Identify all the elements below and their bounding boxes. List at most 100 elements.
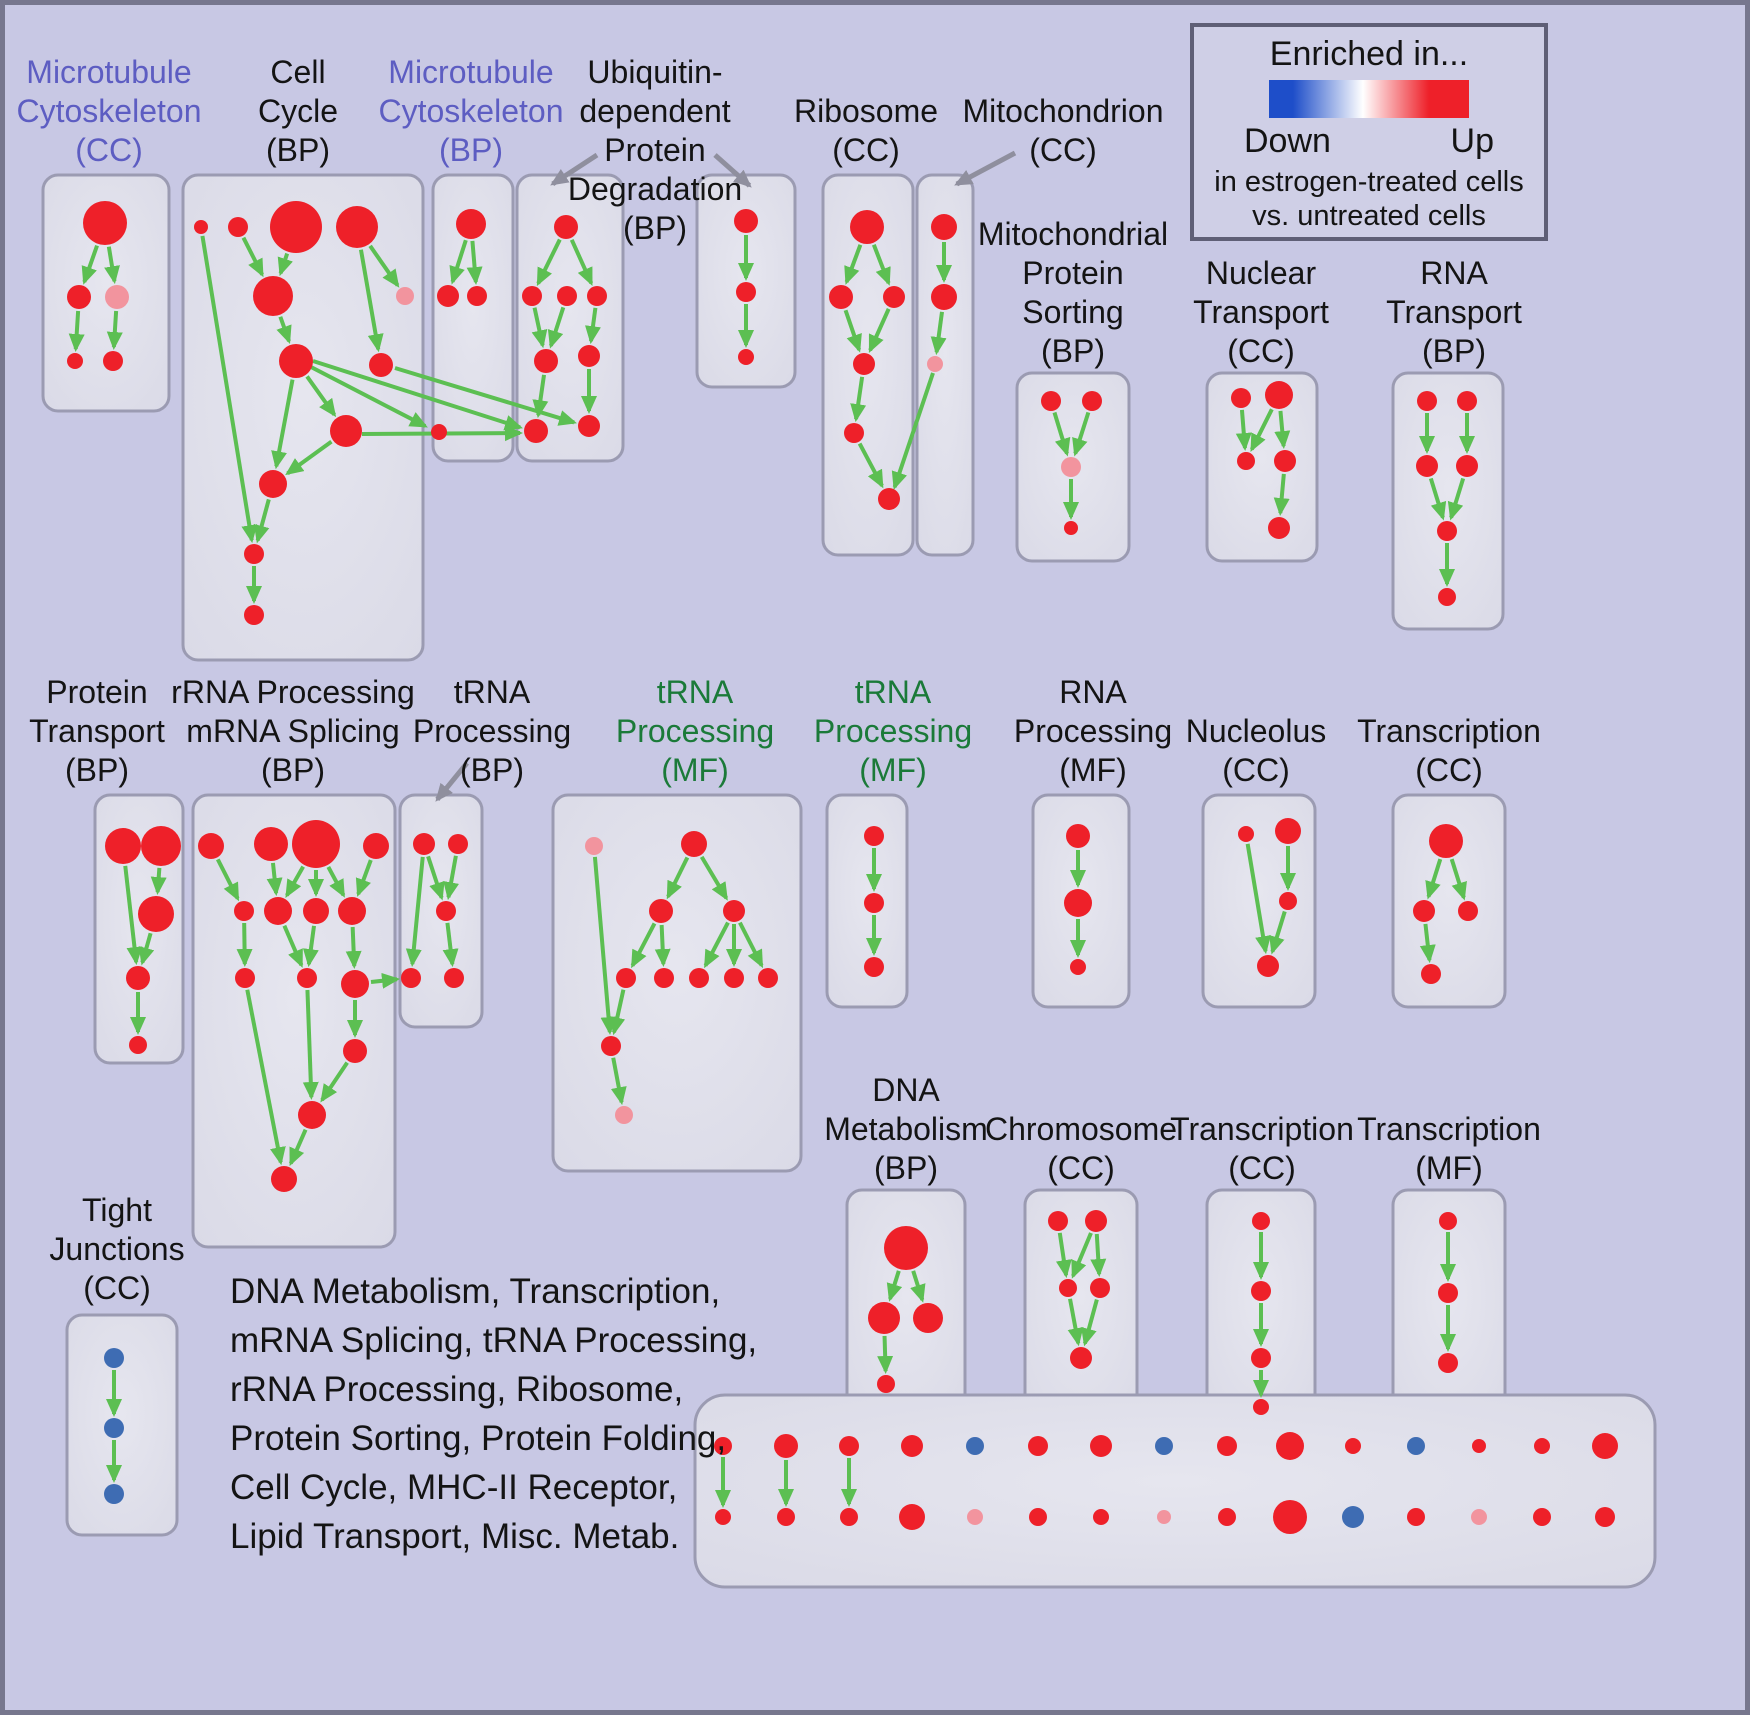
trna-processing-mf-a-edge xyxy=(666,856,690,900)
legend-context: in estrogen-treated cells vs. untreated … xyxy=(1214,166,1524,232)
ribosome-cc-node-6 xyxy=(878,488,900,510)
ubiquitin-protein-degradation-bp-edge xyxy=(536,238,562,287)
trna-processing-mf-a-node-5 xyxy=(616,968,636,988)
misc-enrichment-node-10 xyxy=(1276,1432,1304,1460)
rrna-processing-mrna-splicing-bp-node-9 xyxy=(235,968,255,988)
mitochondrial-protein-sorting-bp-node-2 xyxy=(1082,391,1102,411)
nuclear-transport-cc-node-1 xyxy=(1231,388,1251,408)
cell-cycle-bp-node-4 xyxy=(336,206,378,248)
trna-processing-mf-b-node-2 xyxy=(864,893,884,913)
network-diagram xyxy=(41,150,1657,1589)
protein-transport-bp-edge xyxy=(150,867,167,896)
cell-cycle-bp-edge xyxy=(368,244,400,288)
mitochondrion-cc-edge xyxy=(930,311,947,356)
rna-transport-bp-node-2 xyxy=(1457,391,1477,411)
rna-transport-bp-node-3 xyxy=(1416,455,1438,477)
rrna-processing-mrna-splicing-bp-node-11 xyxy=(341,970,369,998)
rna-transport-bp-node-5 xyxy=(1437,521,1457,541)
cell-cycle-bp-node-2 xyxy=(228,217,248,237)
label-callout-arrow xyxy=(435,761,469,802)
legend-scale-labels: Down Up xyxy=(1244,122,1494,161)
microtubule-cytoskeleton-bp-node-3 xyxy=(467,286,487,306)
trna-processing-bp-node-2 xyxy=(448,834,468,854)
rrna-processing-mrna-splicing-bp-edge xyxy=(236,922,253,968)
microtubule-cytoskeleton-bp-node-2 xyxy=(437,285,459,307)
dna-metabolism-bp-edge xyxy=(886,1270,903,1302)
rrna-processing-mrna-splicing-bp-node-14 xyxy=(271,1166,297,1192)
nuclear-transport-cc-node-5 xyxy=(1268,517,1290,539)
microtubule-cytoskeleton-bp-edge xyxy=(466,240,483,286)
rrna-processing-mrna-splicing-bp-edge xyxy=(266,862,283,897)
cell-cycle-bp-node-9 xyxy=(330,415,362,447)
rrna-processing-mrna-splicing-bp-node-12 xyxy=(343,1039,367,1063)
cell-cycle-bp-edge xyxy=(271,379,295,470)
misc-enrichment-node-17 xyxy=(777,1508,795,1526)
trna-processing-bp-edge xyxy=(405,856,425,968)
trna-processing-bp-node-1 xyxy=(413,833,435,855)
rrna-processing-mrna-splicing-bp-node-8 xyxy=(338,897,366,925)
cell-cycle-bp-node-7 xyxy=(279,344,313,378)
trna-processing-mf-a-node-1 xyxy=(585,837,603,855)
misc-enrichment-node-8 xyxy=(1155,1437,1173,1455)
nucleolus-cc-edge xyxy=(1269,910,1287,955)
misc-enrichment-node-29 xyxy=(1533,1508,1551,1526)
ubiquitin-protein-degradation-bp-edge xyxy=(547,306,566,349)
rrna-processing-mrna-splicing-bp-node-6 xyxy=(264,897,292,925)
microtubule-cytoskeleton-cc-edge xyxy=(106,310,123,351)
nucleolus-cc-node-3 xyxy=(1279,892,1297,910)
transcription-mf-node-1 xyxy=(1439,1212,1457,1230)
cross-group-edge xyxy=(891,372,935,490)
trna-processing-mf-a-node-11 xyxy=(615,1106,633,1124)
legend-title: Enriched in... xyxy=(1269,35,1469,73)
microtubule-cytoskeleton-cc-node-4 xyxy=(67,353,83,369)
misc-enrichment-node-20 xyxy=(967,1509,983,1525)
ubiquitin-protein-degradation-bp-node-5 xyxy=(534,349,558,373)
transcription-cc-b-node-2 xyxy=(1251,1281,1271,1301)
rrna-processing-mrna-splicing-bp-node-1 xyxy=(198,833,224,859)
trna-processing-mf-a-edge xyxy=(610,1057,627,1106)
misc-enrichment-node-23 xyxy=(1157,1510,1171,1524)
rrna-processing-mrna-splicing-bp-edge xyxy=(355,859,373,897)
microtubule-cytoskeleton-bp-edge xyxy=(449,239,468,285)
chromosome-cc-edge xyxy=(1071,1232,1093,1279)
chromosome-cc-node-2 xyxy=(1085,1210,1107,1232)
rna-processing-mf-node-3 xyxy=(1070,959,1086,975)
misc-enrichment-node-3 xyxy=(839,1436,859,1456)
misc-enrichment-box xyxy=(693,1393,1657,1589)
microtubule-cytoskeleton-cc-edge xyxy=(104,246,120,285)
mitochondrial-protein-sorting-bp-node-1 xyxy=(1041,391,1061,411)
label-callout-arrow xyxy=(954,150,1017,187)
misc-enrichment-node-27 xyxy=(1407,1508,1425,1526)
misc-enrichment-node-19 xyxy=(899,1504,925,1530)
ribosome-cc-edge xyxy=(857,442,884,489)
trna-processing-mf-a-edge xyxy=(703,921,730,969)
rrna-processing-mrna-splicing-bp-edge xyxy=(302,989,319,1101)
rna-transport-bp-node-1 xyxy=(1417,391,1437,411)
rrna-processing-mrna-splicing-bp-node-10 xyxy=(297,968,317,988)
trna-processing-mf-a-edge xyxy=(592,856,617,1036)
nucleolus-cc-node-1 xyxy=(1238,826,1254,842)
transcription-cc-a-node-4 xyxy=(1421,964,1441,984)
transcription-mf-node-2 xyxy=(1438,1283,1458,1303)
dna-metabolism-bp-box xyxy=(845,1188,967,1428)
nuclear-transport-cc-node-3 xyxy=(1237,452,1255,470)
legend-up-label: Up xyxy=(1450,122,1494,160)
cross-group-edge xyxy=(394,366,577,426)
ribosome-cc-node-5 xyxy=(844,423,864,443)
chromosome-cc-edge xyxy=(1055,1232,1072,1279)
ubiquitin-protein-degradation-bp-node-1 xyxy=(554,215,578,239)
legend: Enriched in... Down Up in estrogen-treat… xyxy=(1190,23,1548,241)
microtubule-cytoskeleton-cc-edge xyxy=(68,310,85,353)
legend-gradient-bar xyxy=(1269,80,1469,118)
cell-cycle-bp-node-6 xyxy=(396,287,414,305)
rna-transport-bp-edge xyxy=(1447,477,1466,521)
mitochondrial-protein-sorting-bp-node-4 xyxy=(1064,521,1078,535)
ubiquitin-protein-degradation-bp-edge xyxy=(569,238,594,286)
nuclear-transport-cc-node-2 xyxy=(1265,381,1293,409)
chromosome-cc-node-4 xyxy=(1090,1278,1110,1298)
transcription-cc-b-node-1 xyxy=(1252,1212,1270,1230)
rrna-processing-mrna-splicing-bp-edge xyxy=(282,924,304,968)
cell-cycle-bp-edge xyxy=(277,252,293,277)
rrna-processing-mrna-splicing-bp-edge xyxy=(285,865,305,898)
rrna-processing-mrna-splicing-bp-node-3 xyxy=(292,820,340,868)
